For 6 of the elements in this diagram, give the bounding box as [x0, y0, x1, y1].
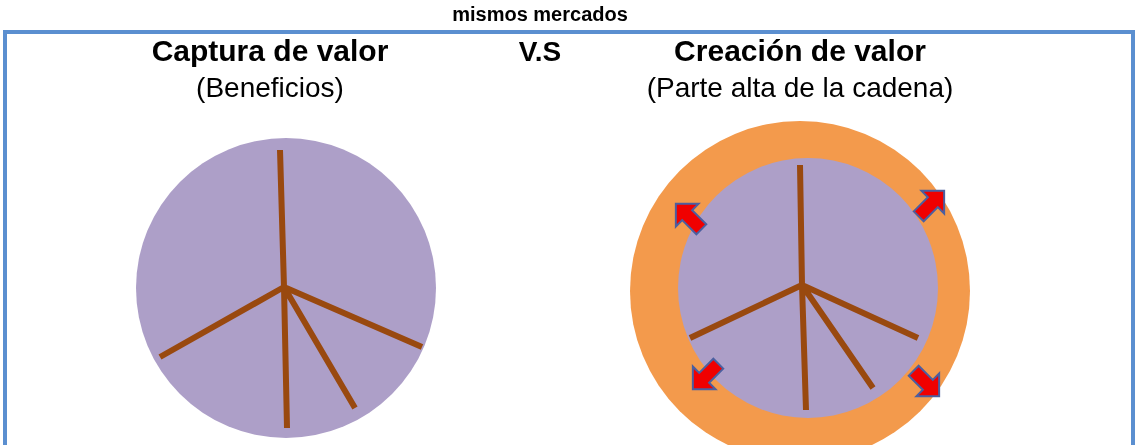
column-heading: Creación de valor	[674, 36, 926, 66]
column-subheading: (Parte alta de la cadena)	[646, 74, 954, 102]
heading-text: mismos mercados	[452, 4, 628, 24]
column-heading: Captura de valor	[151, 36, 389, 66]
versus-text: V.S	[518, 38, 562, 66]
column-subheading: (Beneficios)	[196, 74, 344, 102]
